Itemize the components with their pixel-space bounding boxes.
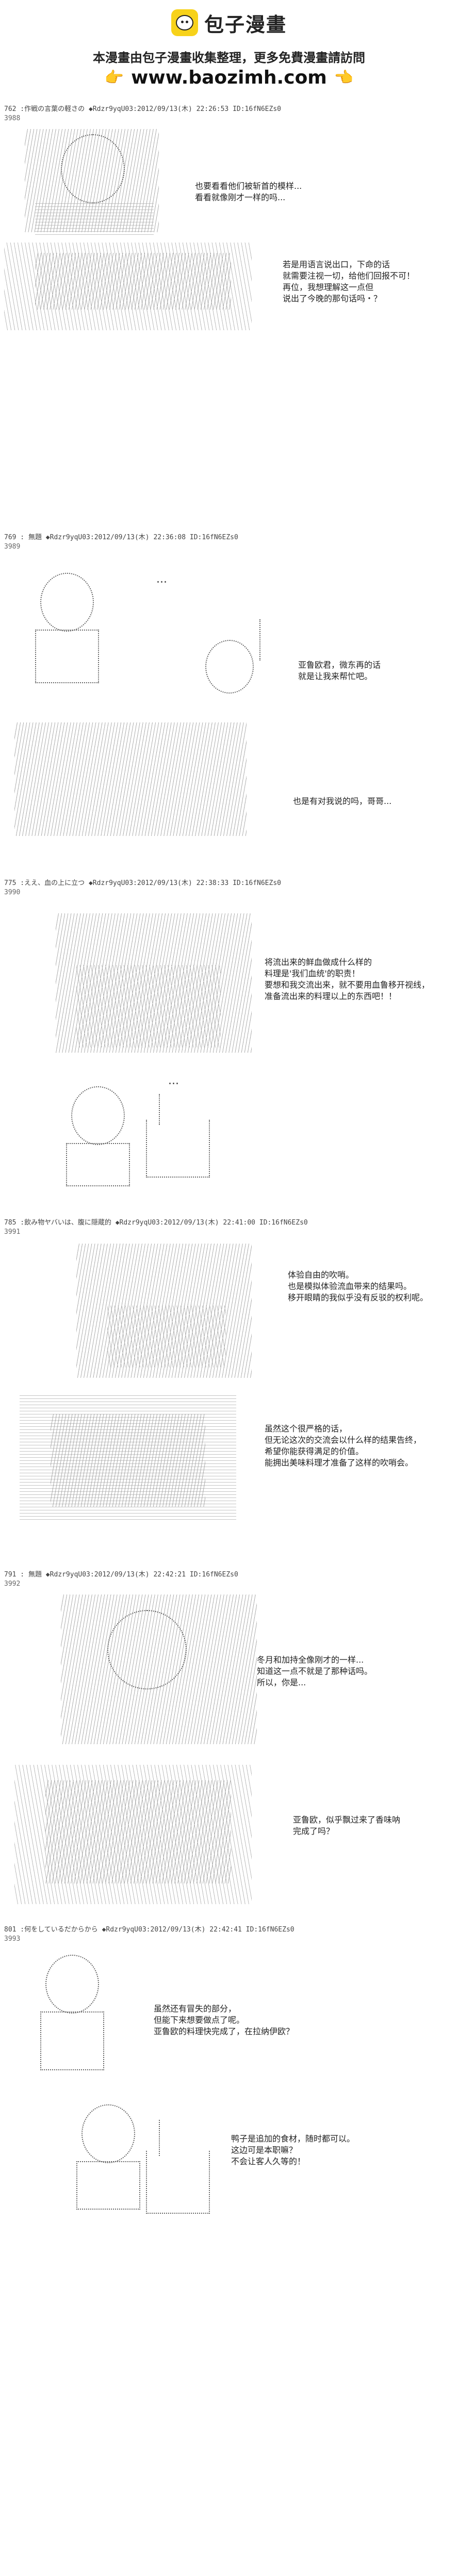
post-number: 3989 <box>4 543 21 551</box>
post-header: 762 :作戦の言葉の軽さの ◆Rdzr9yqU03:2012/09/13(木)… <box>4 105 281 113</box>
character-art <box>107 1306 226 1367</box>
ladle <box>159 2120 160 2156</box>
comic-panel: 体验自由的吹哨。 也是模拟体验流血带来的结果吗。 移开眼睛的我似乎没有反驳的权利… <box>4 1238 454 1548</box>
promo-text: 本漫畫由包子漫畫收集整理，更多免費漫畫請訪問 <box>93 51 365 65</box>
character-body <box>40 2011 104 2070</box>
site-header: 包子漫畫 本漫畫由包子漫畫收集整理，更多免費漫畫請訪問 👉 www.baozim… <box>0 0 458 98</box>
character-head <box>107 1610 187 1689</box>
post-header: 791 : 無題 ◆Rdzr9yqU03:2012/09/13(木) 22:42… <box>4 1571 238 1579</box>
character-body <box>76 2161 140 2210</box>
pointing-left-icon: 👈 <box>334 69 354 87</box>
comic-panel: 也要看看他们被斩首的模样... 看看就像刚才一样的吗... 若是用语言说出口，下… <box>4 124 454 341</box>
character-body <box>66 1143 130 1186</box>
character-head <box>71 1086 125 1145</box>
character-arm <box>259 619 260 661</box>
dialogue-text: 体验自由的吹哨。 也是模拟体验流血带来的结果吗。 移开眼睛的我似乎没有反驳的权利… <box>288 1270 429 1302</box>
post-number: 3988 <box>4 115 21 122</box>
post-number: 3991 <box>4 1228 21 1236</box>
character-head <box>61 134 125 203</box>
character-head <box>205 640 254 694</box>
cooking-pot <box>146 2151 210 2214</box>
post-header: 769 : 無題 ◆Rdzr9yqU03:2012/09/13(木) 22:36… <box>4 534 238 541</box>
character-art <box>35 253 231 310</box>
cooking-pot <box>146 1120 210 1178</box>
character-art <box>51 1414 205 1507</box>
character-art <box>14 722 247 836</box>
comic-panel: 将流出来的鲜血做成什么样的 料理是'我们血统'的职责！ 要想和我交流出来，就不要… <box>4 903 454 1192</box>
comic-panel: 冬月和加持全像刚才的一样... 知道这一点不就是了那种话吗。 所以，你是... … <box>4 1595 454 1914</box>
dialogue-text: 亚鲁欧君，微东再的话 就是让我来帮忙吧。 <box>298 660 381 681</box>
character-body <box>35 201 154 237</box>
pointing-right-icon: 👉 <box>104 69 124 87</box>
bun-logo-icon <box>171 9 198 36</box>
dialogue-text: 也要看看他们被斩首的模样... 看看就像刚才一样的吗... <box>195 181 302 202</box>
ellipsis: ... <box>156 573 167 586</box>
dialogue-text: 若是用语言说出口，下命的话 就需要注视一切，给他们回报不可！ 再位，我想理解这一… <box>283 260 415 303</box>
dialogue-text: 鸭子是追加的食材，随时都可以。 这边可是本职嘛？ 不会让客人久等的！ <box>231 2134 355 2166</box>
character-head <box>45 1955 99 2014</box>
post-header: 801 :何をしているだからから ◆Rdzr9yqU03:2012/09/13(… <box>4 1926 295 1934</box>
character-body <box>35 630 99 683</box>
logo-row: 包子漫畫 <box>0 7 458 38</box>
dialogue-text: 冬月和加持全像刚才的一样... 知道这一点不就是了那种话吗。 所以，你是... <box>257 1655 373 1687</box>
ladle <box>159 1094 160 1125</box>
post-number: 3992 <box>4 1580 21 1588</box>
dialogue-text: 虽然这个很严格的话， 但无论这次的交流会以什么样的结果告终， 希望你能获得满足的… <box>265 1424 422 1468</box>
dialogue-text: 亚鲁欧，似乎飘过来了香味呐 完成了吗？ <box>293 1815 401 1836</box>
ellipsis: ... <box>168 1074 179 1087</box>
post-header: 785 :飲み物ヤバいは、腹に隠蔵的 ◆Rdzr9yqU03:2012/09/1… <box>4 1219 308 1227</box>
post-number: 3993 <box>4 1935 21 1943</box>
character-art <box>76 965 221 1048</box>
comic-panel: 虽然还有冒失的部分， 但能下来想要做点了呢。 亚鲁欧的料理快完成了，在拉纳伊欧？… <box>4 1950 454 2259</box>
dialogue-text: 将流出来的鲜血做成什么样的 料理是'我们血统'的职责！ 要想和我交流出来，就不要… <box>265 957 430 1001</box>
logo-title: 包子漫畫 <box>204 13 287 36</box>
dialogue-text: 虽然还有冒失的部分， 但能下来想要做点了呢。 亚鲁欧的料理快完成了，在拉纳伊欧？ <box>154 2004 295 2036</box>
site-url-row: 👉 www.baozimh.com 👈 <box>0 67 458 88</box>
dialogue-text: 也是有对我说的吗，哥哥... <box>293 796 392 806</box>
character-head <box>81 2104 135 2163</box>
site-url-link[interactable]: www.baozimh.com <box>131 67 327 88</box>
post-header: 775 :ええ、血の上に立つ ◆Rdzr9yqU03:2012/09/13(木)… <box>4 879 281 887</box>
post-number: 3990 <box>4 889 21 896</box>
comic-panel: ... 亚鲁欧君，微东再的话 就是让我来帮忙吧。 也是有对我说的吗，哥哥... <box>4 557 454 846</box>
character-art <box>45 1780 231 1883</box>
character-head <box>40 573 94 632</box>
